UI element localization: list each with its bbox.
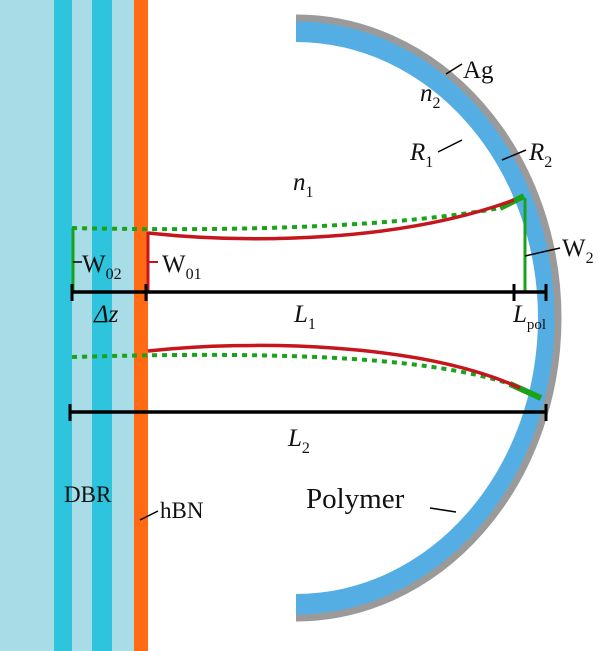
l2-label: L2 xyxy=(287,425,310,457)
hbn-label: hBN xyxy=(160,498,204,523)
dimension-l2 xyxy=(68,404,548,421)
mode-outer-bottom xyxy=(71,352,511,386)
polymer-leader xyxy=(429,507,457,513)
dz-label: Δz xyxy=(93,301,119,328)
w01-label: W01 xyxy=(162,251,202,283)
r1-leader xyxy=(437,139,463,153)
dbr-label: DBR xyxy=(64,482,112,507)
ag-label: Ag xyxy=(463,57,494,84)
dbr-layer xyxy=(0,0,54,651)
dbr-layer xyxy=(112,0,134,651)
r2-label: R2 xyxy=(528,139,552,171)
mode-inner-top xyxy=(147,198,515,241)
dbr-mirror xyxy=(0,0,134,651)
hbn-leader xyxy=(139,510,159,521)
lpol-label: Lpol xyxy=(512,301,546,333)
w2-label: W2 xyxy=(562,235,594,267)
ag-leader xyxy=(445,63,463,75)
mode-inner-bottom xyxy=(147,343,521,390)
polymer-label: Polymer xyxy=(306,483,405,515)
mode-outer-top xyxy=(71,206,501,232)
w2-tick xyxy=(524,247,561,257)
l1-label: L1 xyxy=(293,301,316,333)
n2-label: n2 xyxy=(420,80,441,112)
dimension-l1 xyxy=(70,284,548,301)
r2-leader xyxy=(501,149,527,161)
dbr-layer xyxy=(54,0,72,651)
dbr-layer xyxy=(72,0,92,651)
hbn-layer xyxy=(134,0,148,651)
n1-label: n1 xyxy=(293,169,314,201)
w02-label: W02 xyxy=(82,251,122,283)
dbr-layer xyxy=(92,0,112,651)
r1-label: R1 xyxy=(409,139,433,171)
silver-coating xyxy=(295,14,562,622)
